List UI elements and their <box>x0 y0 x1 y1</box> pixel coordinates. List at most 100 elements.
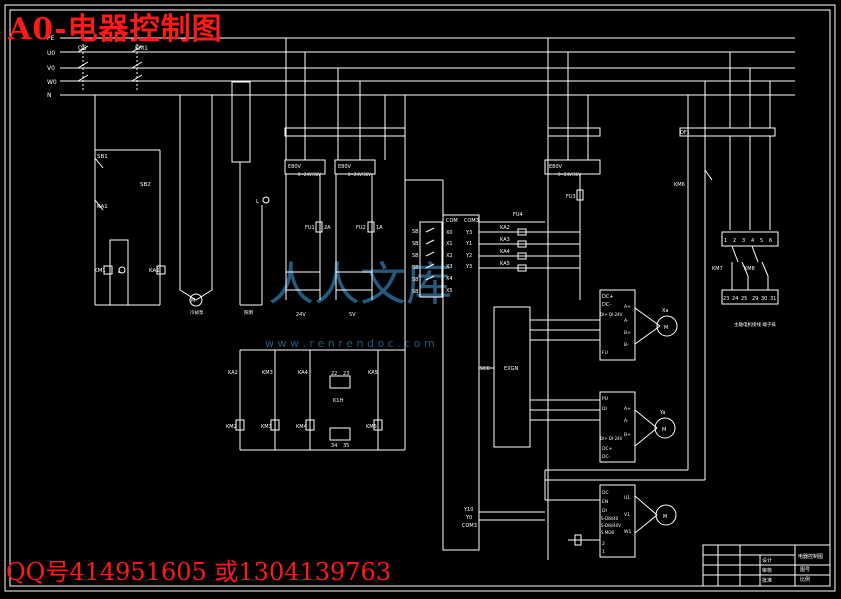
bus-label-pe: PE <box>47 35 55 42</box>
plc-input-x0: X0 <box>446 230 453 236</box>
d2-mid-0: A+ <box>624 406 631 412</box>
plc-sb-2: SB <box>412 253 419 259</box>
title-block-scale: 比例 <box>800 576 810 583</box>
d1-mid-1: A+ <box>624 304 631 310</box>
contact-line: QQ号414951605 或1304139763 <box>6 558 392 586</box>
title-block-r2: 审核 <box>762 567 772 574</box>
terminal-caption: 主轴电机接线 端子排 <box>734 321 776 328</box>
watermark-url: w w w . r e n r e n d o c . c o m <box>265 337 435 350</box>
plc-module-label: EXGN <box>504 366 518 372</box>
driver-section <box>544 38 706 560</box>
d1-low-0: B+ <box>624 330 631 336</box>
plc-sb-3: SB <box>412 265 419 271</box>
km8-label: KM8 <box>744 266 755 272</box>
transformer2-label: E80V <box>338 164 352 170</box>
ka1-label: KA1 <box>97 204 108 210</box>
d3-mid-0: S-DI8/40 <box>601 516 619 521</box>
plc-output-y1: Y1 <box>465 241 472 247</box>
ka1-coil-label: KA1 <box>149 268 160 274</box>
sb2-label: SB2 <box>140 182 151 188</box>
d3-out-u1: U1 <box>624 495 630 501</box>
power-buses <box>60 37 795 96</box>
d3-mid-1: S-DI8/40V <box>601 523 621 528</box>
plc-input-x2: X2 <box>446 253 453 259</box>
d1-low-1: B- <box>624 342 629 348</box>
km6-label: KM6 <box>674 182 685 188</box>
outer-frame <box>4 4 836 592</box>
watermark-brand: 人人文库 <box>268 257 452 311</box>
plc-relay-ka5: KA5 <box>500 261 510 267</box>
drawing-title: A0-电器控制图 <box>8 12 223 47</box>
coolant-label: 冷却泵 <box>190 309 204 316</box>
term-top-6: 6 <box>769 238 772 244</box>
d1-mid-2: A- <box>624 318 629 324</box>
fu2-label: FU2 <box>356 225 366 231</box>
ka2-contact-label: KA2 <box>228 370 238 376</box>
km3-coil-label: KM3 <box>261 424 272 430</box>
d1-mid-0: DI+ DI-24V <box>600 312 623 317</box>
plc-relay-ka2: KA2 <box>500 225 510 231</box>
psu-24v-label: 24V <box>296 312 306 318</box>
power-supplies <box>284 38 406 450</box>
relay-block <box>235 349 405 451</box>
bus-label-n: N <box>47 92 52 99</box>
term-top-5: 5 <box>760 238 763 244</box>
term-bot-25: 25 <box>741 296 747 302</box>
plc-sb-5: SB <box>412 289 419 295</box>
motor-ya-label: Ya <box>659 410 665 416</box>
bus-label-v0: V0 <box>47 65 55 72</box>
term-bot-31: 31 <box>770 296 776 302</box>
term-35: 35 <box>343 443 349 449</box>
plc-output-y3b: Y3 <box>465 264 472 270</box>
ka4-contact-label: KA4 <box>298 370 308 376</box>
d1-top-0: DC+ <box>602 294 614 300</box>
d2-low-1: DC+ <box>602 446 613 452</box>
d3-out-v1: V1 <box>624 512 630 518</box>
main-switches <box>77 44 143 90</box>
d3-top-1: EN <box>602 499 608 505</box>
plc-sb-0: SB <box>412 229 419 235</box>
term-bot-30: 30 <box>761 296 767 302</box>
right-control-circuit <box>679 52 779 305</box>
light-lamp-label: L <box>256 199 260 205</box>
d3-top-0: DC <box>602 490 609 496</box>
term-top-4: 4 <box>751 238 754 244</box>
bus-label-w0: W0 <box>47 79 57 86</box>
term-23: 23 <box>343 371 349 377</box>
plc-bottom-y10: Y10 <box>463 507 473 513</box>
term-top-1: 1 <box>724 238 727 244</box>
d1-low-2: FU <box>602 350 608 356</box>
term-bot-24: 24 <box>732 296 738 302</box>
d3-top-2: DI <box>602 508 607 514</box>
plc-sec-label: 5CC <box>480 366 491 372</box>
fu1-value: 2A <box>324 225 331 231</box>
motor-d2-symbol: M <box>662 427 666 433</box>
d3-mid-2: S MO8 <box>601 530 614 535</box>
plc-relay-ka3: KA3 <box>500 237 510 243</box>
plc-output-com3: COM3 <box>464 218 479 224</box>
plc-input-x3: X3 <box>446 264 453 270</box>
bus-label-u0: U0 <box>47 50 55 57</box>
term-top-2: 2 <box>733 238 736 244</box>
title-block-name: 电器控制图 <box>798 553 823 560</box>
d2-top-1: DI <box>602 406 607 412</box>
d2-low-2: DC- <box>602 454 611 460</box>
transformer1-spec: 0~24V/36V <box>298 172 321 177</box>
motor-m1-label: M <box>191 298 195 304</box>
term-top-3: 3 <box>742 238 745 244</box>
motor-d1-symbol: M <box>664 325 668 331</box>
plc-sb-1: SB <box>412 241 419 247</box>
psu-5v-label: 5V <box>349 312 356 318</box>
plc-relay-ka4: KA4 <box>500 249 510 255</box>
plc-input-com: COM <box>446 218 458 224</box>
qf1-label: QF1 <box>680 130 690 136</box>
title-block <box>702 544 831 587</box>
plc-sb-4: SB <box>412 277 419 283</box>
km7-label: KM7 <box>712 266 723 272</box>
km3-contact-label: KM3 <box>262 370 273 376</box>
term-bot-23: 23 <box>723 296 729 302</box>
km4-coil-label: KM4 <box>296 424 307 430</box>
inner-frame <box>9 9 831 587</box>
motor-d3-symbol: M <box>663 514 667 520</box>
